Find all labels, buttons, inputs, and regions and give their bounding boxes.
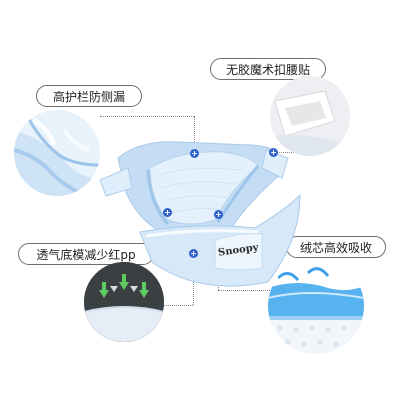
side-guard-leader [100,116,194,117]
center-plus-icon: + [163,208,172,217]
magic-tape-plus-icon: + [269,148,278,157]
core-label: 绒芯高效吸收 [286,236,386,258]
core-leader [218,290,274,291]
breathable-detail-image [84,262,164,342]
core-detail-image [268,258,364,354]
breathable-detail-circle [84,262,164,342]
breathable-plus-icon: + [189,249,198,258]
side-guard-leader-vertical [194,116,195,150]
side-guard-label: 高护栏防侧漏 [36,85,142,107]
magic-tape-detail-image [270,76,350,156]
breathable-leader [150,305,193,306]
core-detail-circle [268,258,364,354]
side-guard-detail-circle [14,110,100,196]
side-guard-detail-image [14,110,100,196]
breathable-label: 透气底模减少红pp [18,243,154,265]
core-plus-icon: + [214,210,223,219]
magic-tape-detail-circle [270,76,350,156]
magic-tape-label: 无胶魔术扣腰贴 [210,58,326,80]
side-guard-plus-icon: + [190,149,199,158]
